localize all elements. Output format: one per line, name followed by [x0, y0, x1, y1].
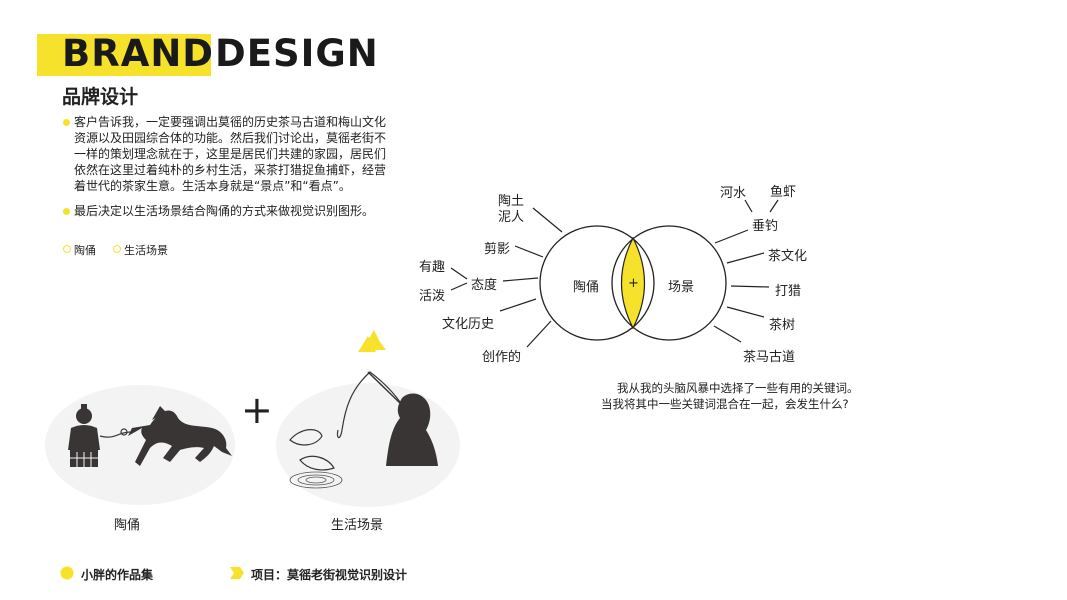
footer-portfolio: 小胖的作品集: [81, 566, 153, 583]
keyword-tea-culture: 茶文化: [768, 245, 807, 264]
plus-icon: +: [241, 388, 273, 432]
keyword-creative: 创作的: [482, 346, 521, 365]
keyword-fishing: 垂钓: [752, 215, 778, 234]
keyword-fish-shrimp: 鱼虾: [770, 181, 796, 200]
keyword-tea-tree: 茶树: [769, 314, 795, 333]
venn-left-label: 陶俑: [573, 276, 599, 295]
keyword-fun: 有趣: [419, 256, 445, 275]
keyword-attitude: 态度: [471, 274, 497, 293]
keyword-lively: 活泼: [419, 285, 445, 304]
keyword-river: 河水: [720, 182, 746, 201]
footer-dot-icon: [61, 567, 74, 580]
scene-illustration: [276, 330, 460, 507]
note-line-2: 当我将其中一些关键词混合在一起，会发生什么?: [601, 396, 849, 412]
keyword-tea-horse-road: 茶马古道: [743, 346, 795, 365]
caption-life-scene: 生活场景: [331, 514, 383, 533]
keyword-culture-history: 文化历史: [442, 313, 494, 332]
venn-center-plus: +: [628, 276, 639, 291]
keyword-hunting: 打猎: [775, 280, 801, 299]
venn-right-label: 场景: [668, 276, 694, 295]
footer-arrow-icon: [230, 567, 244, 579]
figurine-illustration: [45, 385, 235, 505]
caption-figurine: 陶俑: [114, 514, 140, 533]
note-line-1: 我从我的头脑风暴中选择了一些有用的关键词。: [617, 380, 859, 396]
keyword-silhouette: 剪影: [484, 238, 510, 257]
keyword-clay: 陶土 泥人: [498, 194, 524, 226]
footer-project: 项目：莫徭老街视觉识别设计: [251, 566, 407, 583]
